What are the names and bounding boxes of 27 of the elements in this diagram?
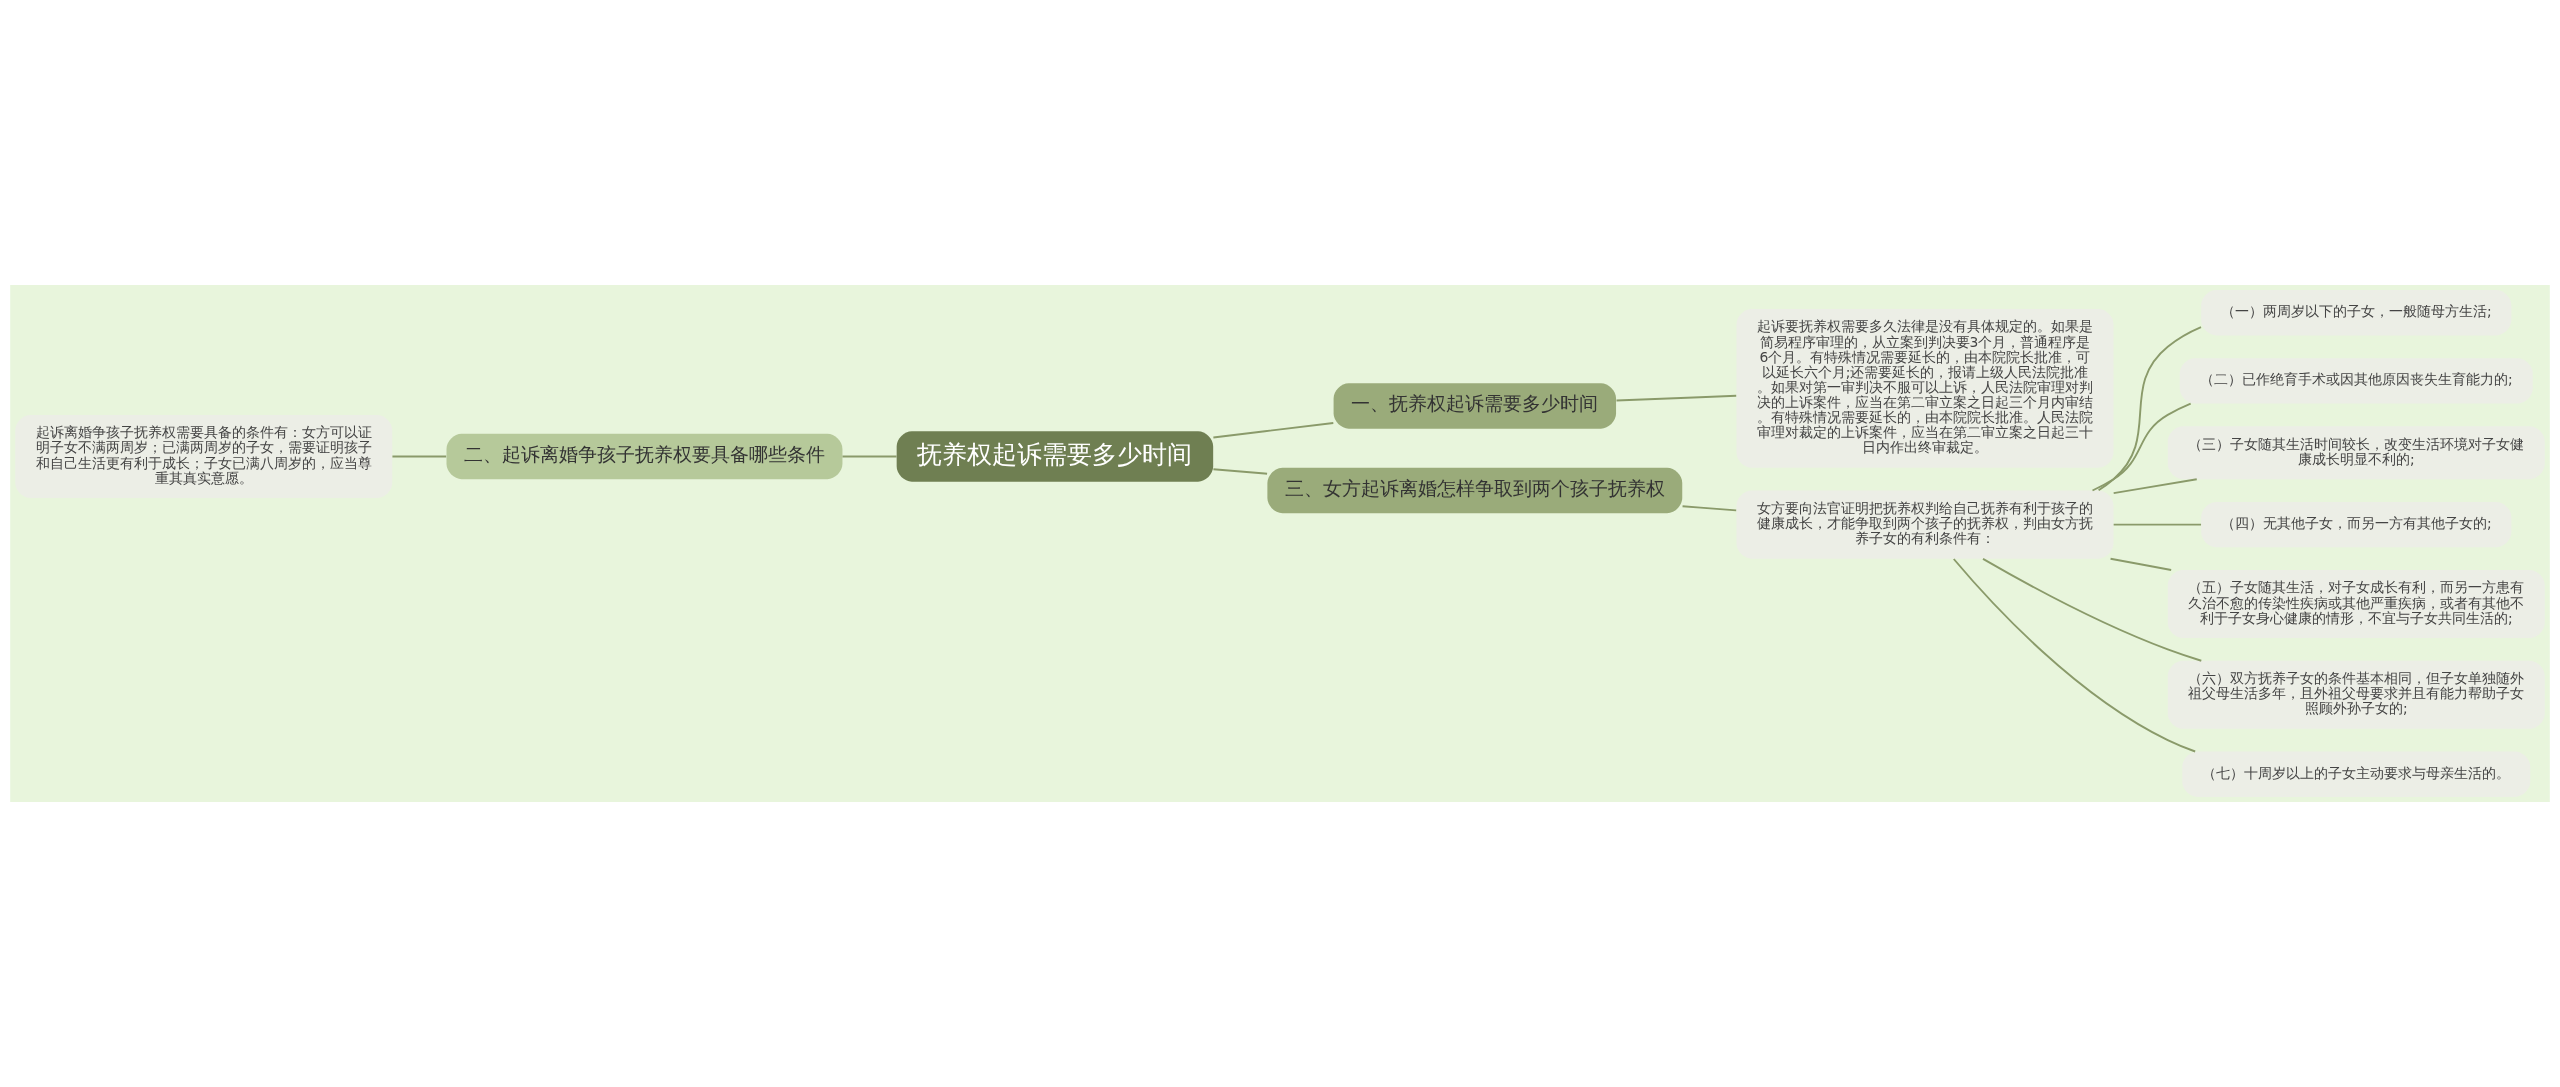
connector bbox=[841, 455, 898, 458]
node-box: 三、女方起诉离婚怎样争取到两个孩子抚养权 bbox=[1267, 467, 1683, 514]
connector bbox=[2112, 478, 2198, 495]
node-box: （五）子女随其生活，对子女成长有利，而另一方患有久治不愈的传染性疾病或其他严重疾病，或者有其他不利于子女身心健康的情形，不宜与子女共同生活的; bbox=[2167, 570, 2545, 639]
node-box: （三）子女随其生活时间较长，改变生活环境对子女健康成长明显不利的; bbox=[2167, 426, 2545, 480]
node-box: 一、抚养权起诉需要多少时间 bbox=[1333, 383, 1617, 429]
connector bbox=[1952, 558, 2197, 753]
connector bbox=[1212, 422, 1335, 439]
connector bbox=[1681, 505, 1738, 512]
connector bbox=[2112, 523, 2202, 526]
connector bbox=[2097, 326, 2202, 492]
node-box: （二）已作绝育手术或因其他原因丧失生育能力的; bbox=[2179, 358, 2533, 404]
node-box: 女方要向法官证明把抚养权判给自己抚养有利于孩子的健康成长，才能争取到两个孩子的抚养权，判由女方抚养子女的有利条件有： bbox=[1736, 490, 2114, 559]
connector bbox=[1615, 394, 1738, 402]
node-box: 起诉离婚争孩子抚养权需要具备的条件有：女方可以证明子女不满两周岁；已满两周岁的子女，需要证明孩子和自己生活更有利于成长；子女已满八周岁的，应当尊重其真实意愿。 bbox=[15, 414, 393, 499]
node-box: 抚养权起诉需要多少时间 bbox=[896, 431, 1214, 482]
connector bbox=[391, 455, 448, 458]
connector bbox=[2091, 402, 2192, 492]
node-box: （四）无其他子女，而另一方有其他子女的; bbox=[2201, 501, 2512, 548]
node-box: （七）十周岁以上的子女主动要求与母亲生活的。 bbox=[2182, 751, 2531, 797]
node-box: （一）两周岁以下的子女，一般随母方生活; bbox=[2201, 290, 2512, 336]
node-box: 二、起诉离婚争孩子抚养权要具备哪些条件 bbox=[446, 433, 843, 480]
connector bbox=[2109, 557, 2173, 571]
connector bbox=[1212, 468, 1269, 475]
node-box: 起诉要抚养权需要多久法律是没有具体规定的。如果是简易程序审理的，从立案到判决要3个月，普通程序是6个月。有特殊情况需要延长的，由本院院长批准，可以延长六个月;还需要延长的，报请上级人民法院批准。如果对第一审判决不服可以上诉，人民法院审理对判决的上诉案件，应当在第二审立案之日起三个月内审结。有特殊情况需要延长的，由本院院长批准。人民法院审理对裁定的上诉案件，应当在第二审立案之日起三十日内作出终审裁定。 bbox=[1736, 308, 2114, 468]
connector bbox=[1982, 557, 2203, 662]
node-box: （六）双方抚养子女的条件基本相同，但子女单独随外祖父母生活多年，且外祖父母要求并且有能力帮助子女照顾外孙子女的; bbox=[2167, 660, 2545, 729]
